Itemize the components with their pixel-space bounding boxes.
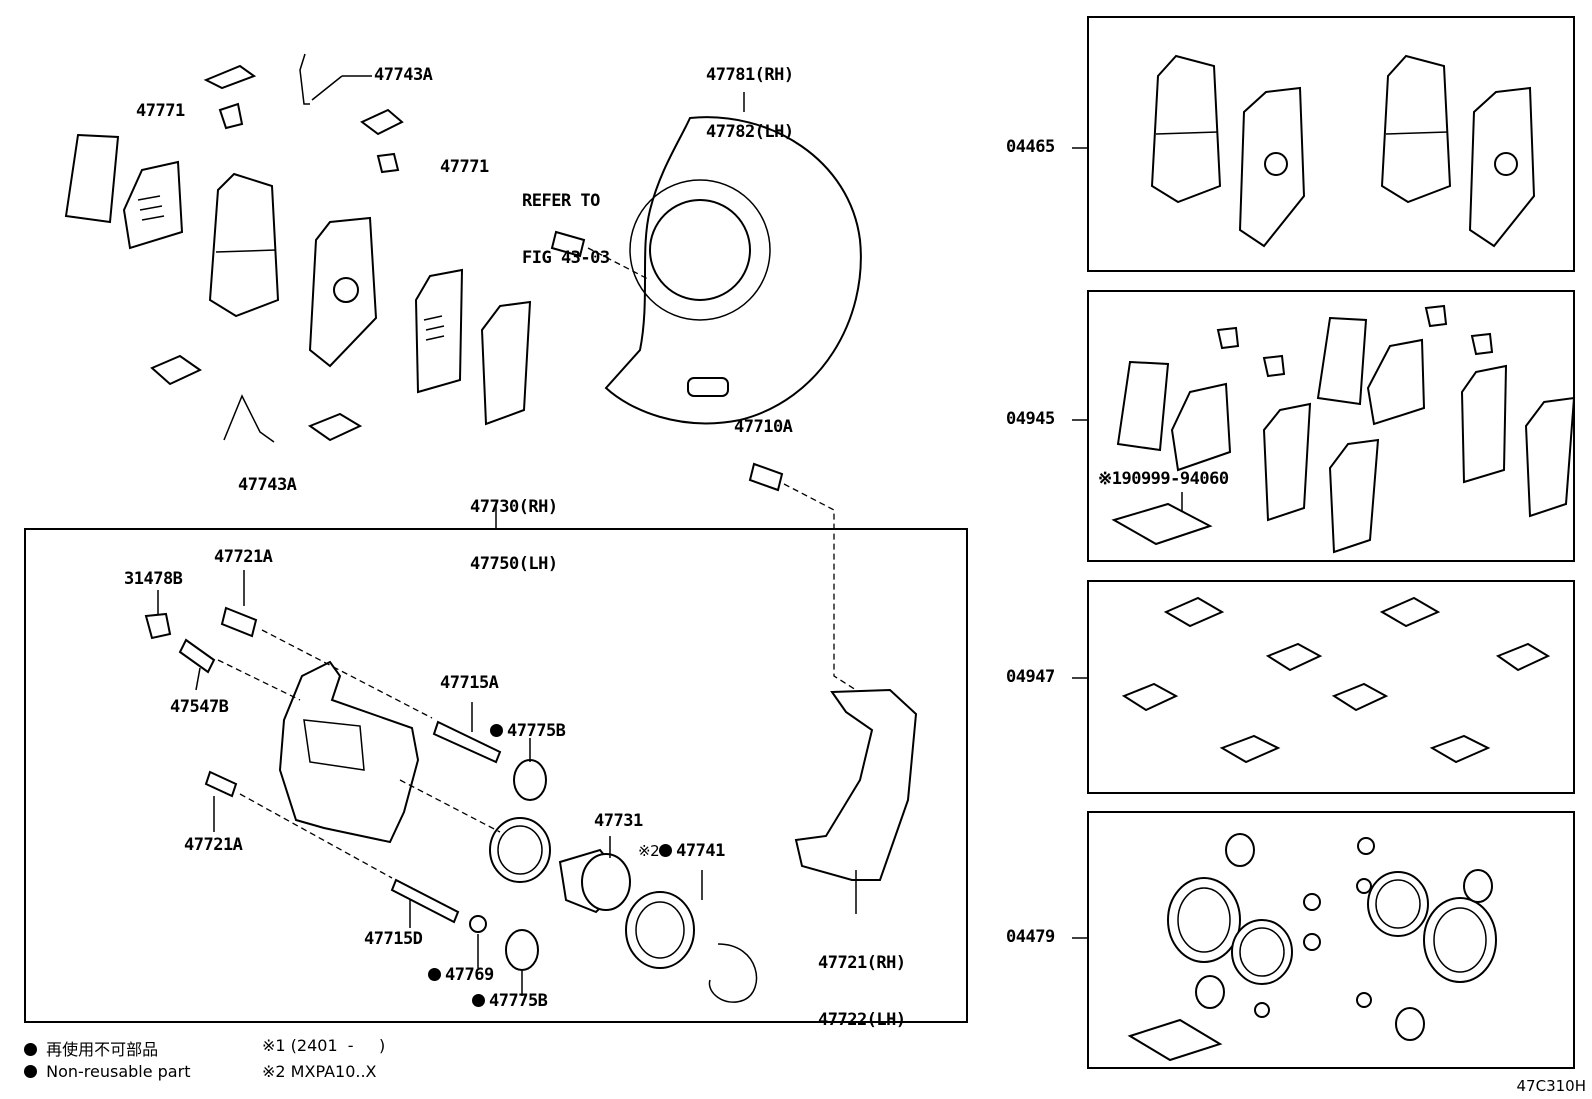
non-reusable-dot bbox=[490, 724, 503, 737]
legend-jp-text: 再使用不可部品 bbox=[46, 1040, 159, 1059]
kit-frame-04479 bbox=[1087, 811, 1575, 1069]
label-47775b-a-text: 47775B bbox=[507, 721, 566, 741]
non-reusable-dot bbox=[428, 968, 441, 981]
kit-04947-drawing bbox=[1121, 596, 1551, 764]
label-fig-43-03: FIG 43-03 bbox=[522, 248, 610, 268]
label-refer-to: REFER TO bbox=[522, 191, 600, 211]
figure-code: 47C310H bbox=[1516, 1077, 1586, 1095]
legend-note2: ※2 MXPA10..X bbox=[262, 1062, 377, 1081]
label-47710a: 47710A bbox=[734, 417, 793, 437]
label-47721a-bottom: 47721A bbox=[184, 835, 243, 855]
kit-04945-drawing bbox=[1111, 304, 1576, 554]
kit-frame-04947 bbox=[1087, 580, 1575, 794]
label-47715a: 47715A bbox=[440, 673, 499, 693]
label-31478b: 31478B bbox=[124, 569, 183, 589]
label-dust-cover: 47781(RH) 47782(LH) bbox=[706, 28, 794, 161]
label-47730: 47730(RH) bbox=[470, 497, 558, 517]
label-47775b-a: 47775B bbox=[490, 721, 566, 741]
label-47547b: 47547B bbox=[170, 697, 229, 717]
legend-note1: ※1 (2401 - ) bbox=[262, 1036, 386, 1055]
label-47775b-b: 47775B bbox=[472, 991, 548, 1011]
kit-label-04945: 04945 bbox=[1006, 409, 1055, 429]
label-47781: 47781(RH) bbox=[706, 65, 794, 85]
dust-cover-drawing bbox=[604, 92, 862, 425]
label-mounting-bracket: 47721(RH) 47722(LH) bbox=[818, 916, 906, 1049]
non-reusable-dot bbox=[24, 1065, 37, 1078]
label-47782: 47782(LH) bbox=[706, 122, 794, 142]
label-refer-fig: REFER TO FIG 43-03 bbox=[522, 154, 610, 287]
legend-non-reusable-en: Non-reusable part bbox=[24, 1062, 190, 1081]
kit-04465-drawing bbox=[1150, 54, 1536, 248]
label-47731: 47731 bbox=[594, 811, 643, 831]
label-47741-text: 47741 bbox=[676, 841, 725, 861]
label-47722: 47722(LH) bbox=[818, 1010, 906, 1030]
label-47743a-top: 47743A bbox=[374, 65, 433, 85]
label-47721a-top: 47721A bbox=[214, 547, 273, 567]
non-reusable-dot bbox=[659, 844, 673, 857]
label-47771-b: 47771 bbox=[440, 157, 489, 177]
label-47721: 47721(RH) bbox=[818, 953, 906, 973]
label-note2-mark: ※2 bbox=[638, 842, 660, 860]
label-47750: 47750(LH) bbox=[470, 554, 558, 574]
legend-en-text: Non-reusable part bbox=[46, 1062, 191, 1081]
pad-shims-group bbox=[64, 53, 532, 443]
label-47741: ※2 47741 bbox=[638, 842, 725, 861]
legend-non-reusable-jp: 再使用不可部品 bbox=[24, 1036, 158, 1060]
kit-frame-04465 bbox=[1087, 16, 1575, 272]
label-190999-94060: ※190999-94060 bbox=[1098, 469, 1229, 489]
label-47769: 47769 bbox=[428, 966, 494, 985]
kit-label-04465: 04465 bbox=[1006, 137, 1055, 157]
label-47769-text: 47769 bbox=[445, 965, 494, 985]
kit-04479-drawing bbox=[1127, 833, 1497, 1062]
non-reusable-dot bbox=[24, 1043, 37, 1056]
kit-label-04947: 04947 bbox=[1006, 667, 1055, 687]
label-47771-a: 47771 bbox=[136, 101, 185, 121]
label-47743a-bottom: 47743A bbox=[238, 475, 297, 495]
non-reusable-dot bbox=[472, 994, 485, 1007]
label-47775b-b-text: 47775B bbox=[489, 991, 548, 1011]
label-47715d: 47715D bbox=[364, 929, 423, 949]
kit-frame-04945 bbox=[1087, 290, 1575, 562]
label-caliper-assembly: 47730(RH) 47750(LH) bbox=[470, 460, 558, 593]
kit-label-04479: 04479 bbox=[1006, 927, 1055, 947]
caliper-parts bbox=[144, 570, 918, 1003]
